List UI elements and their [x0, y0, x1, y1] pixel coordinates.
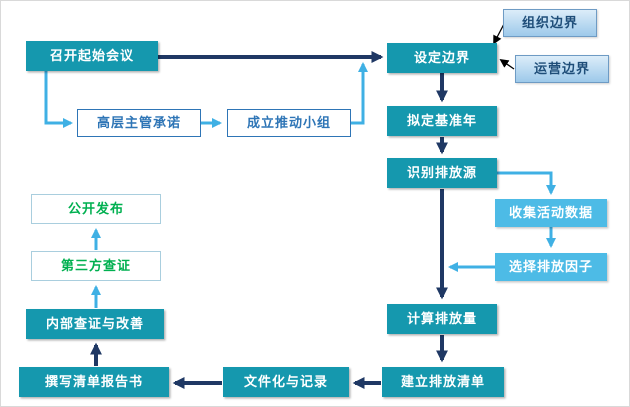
node-promotion-team: 成立推动小组 — [227, 109, 351, 137]
node-build-emission-inventory: 建立排放清单 — [382, 367, 504, 397]
node-collect-activity-data: 收集活动数据 — [495, 199, 607, 227]
node-organizational-boundary: 组织边界 — [503, 9, 597, 37]
node-calculate-emissions: 计算排放量 — [387, 304, 497, 334]
node-kickoff-meeting: 召开起始会议 — [26, 41, 158, 71]
node-third-party-verification: 第三方查证 — [31, 251, 161, 281]
node-management-commitment: 高层主管承诺 — [77, 109, 201, 137]
arrow-team-to-mainline — [351, 62, 368, 125]
node-operational-boundary: 运营边界 — [515, 55, 609, 83]
node-base-year: 拟定基准年 — [387, 106, 497, 136]
node-set-boundary: 设定边界 — [387, 43, 497, 73]
node-write-inventory-report: 撰写清单报告书 — [19, 367, 169, 397]
node-select-emission-factor: 选择排放因子 — [495, 253, 607, 281]
node-internal-audit-improvement: 内部查证与改善 — [26, 309, 164, 339]
arrow-op-boundary-to-set-boundary — [499, 58, 515, 70]
arrow-kickoff-to-commitment — [44, 71, 73, 128]
node-public-release: 公开发布 — [31, 194, 161, 224]
arrow-sources-to-activity-data — [497, 171, 556, 195]
node-identify-emission-sources: 识别排放源 — [387, 158, 497, 188]
node-documentation-records: 文件化与记录 — [223, 367, 349, 397]
